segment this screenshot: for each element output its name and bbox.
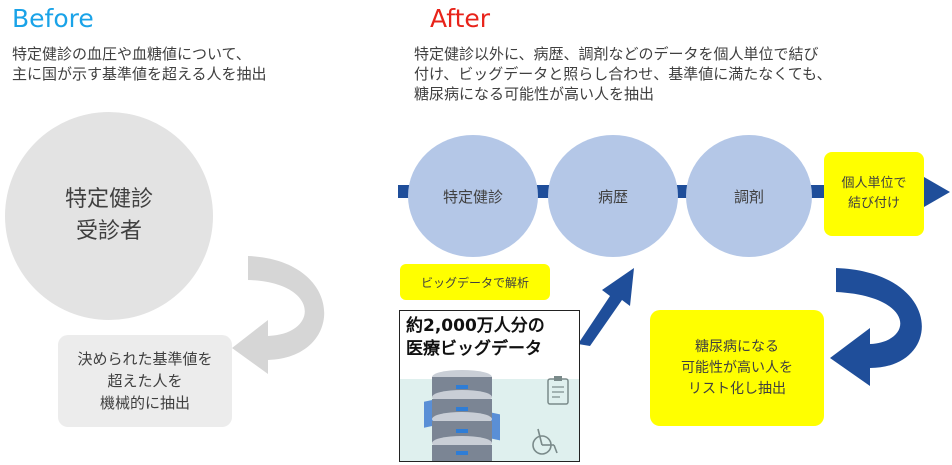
before-heading: Before — [12, 4, 94, 33]
blue-up-arrow — [578, 268, 634, 346]
after-description: 特定健診以外に、病歴、調剤などのデータを個人単位で結び 付け、ビッグデータと照ら… — [414, 45, 832, 103]
before-circle-label: 特定健診 受診者 — [64, 187, 153, 244]
analysis-tag: ビッグデータで解析 — [400, 264, 550, 300]
before-result-box: 決められた基準値を 超えた人を 機械的に抽出 — [58, 335, 232, 427]
clipboard-icon — [547, 376, 569, 405]
flow-circle-label: 特定健診 — [442, 187, 503, 206]
wheelchair-icon — [532, 428, 558, 455]
server-stack-icon — [424, 370, 500, 461]
flow-circle-health-checkup: 特定健診 — [408, 135, 538, 257]
flow-circle-dispensing: 調剤 — [686, 135, 812, 257]
flow-circle-label: 調剤 — [733, 187, 764, 206]
bigdata-title: 約2,000万人分の 医療ビッグデータ — [406, 316, 545, 359]
before-description: 特定健診の血圧や血糖値について、 主に国が示す基準値を超える人を抽出 — [12, 45, 267, 83]
result-box: 糖尿病になる 可能性が高い人を リスト化し抽出 — [650, 310, 824, 426]
flow-circle-medical-history: 病歴 — [548, 135, 678, 257]
before-circle: 特定健診 受診者 — [5, 112, 213, 320]
link-box: 個人単位で 結び付け — [824, 152, 924, 236]
gray-curved-arrow — [232, 256, 325, 374]
blue-curved-arrow — [830, 268, 922, 386]
flow-circle-label: 病歴 — [597, 187, 628, 206]
bigdata-image: 約2,000万人分の 医療ビッグデータ — [399, 310, 580, 462]
flow-arrowhead — [924, 177, 950, 207]
after-heading: After — [430, 4, 491, 33]
